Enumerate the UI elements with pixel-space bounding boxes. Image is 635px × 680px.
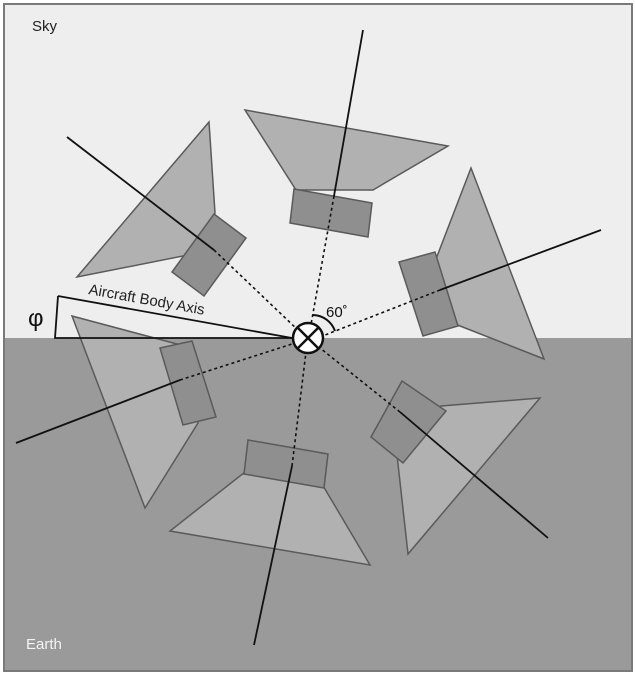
horn — [243, 108, 451, 191]
feed-box — [159, 340, 217, 426]
angle-label: 60˚ — [326, 304, 348, 321]
antenna-lower-left — [70, 314, 217, 510]
feed-box — [289, 188, 373, 238]
circle-x-icon — [291, 321, 325, 355]
axis-top — [333, 29, 364, 197]
spoke-bottom — [291, 351, 307, 467]
sky-label: Sky — [32, 18, 58, 35]
phi-label: φ — [28, 305, 44, 332]
axis-lower-right — [399, 411, 549, 539]
solid-axes — [15, 29, 602, 646]
dotted-spokes — [179, 195, 441, 467]
spoke-top — [309, 195, 335, 331]
axis-upper-right — [439, 229, 602, 291]
antenna-upper-left — [75, 120, 248, 298]
antenna-bottom — [168, 439, 372, 567]
spoke-lower-right — [319, 347, 401, 413]
phi-bracket — [54, 295, 292, 339]
body-axis-line — [57, 295, 293, 339]
spoke-upper-right — [324, 289, 441, 336]
antenna-lower-right — [370, 379, 542, 556]
axis-lower-left — [15, 379, 181, 444]
frame — [3, 3, 633, 672]
feed-box — [170, 212, 248, 298]
feed-box — [243, 439, 329, 489]
earth-label: Earth — [26, 636, 62, 653]
angle-arc — [312, 314, 336, 332]
spoke-upper-left — [213, 249, 301, 333]
feed-box — [370, 379, 448, 465]
antenna-top — [243, 108, 451, 238]
axis-bottom — [253, 465, 293, 646]
axis-upper-left — [66, 136, 215, 251]
spoke-lower-left — [179, 343, 293, 381]
